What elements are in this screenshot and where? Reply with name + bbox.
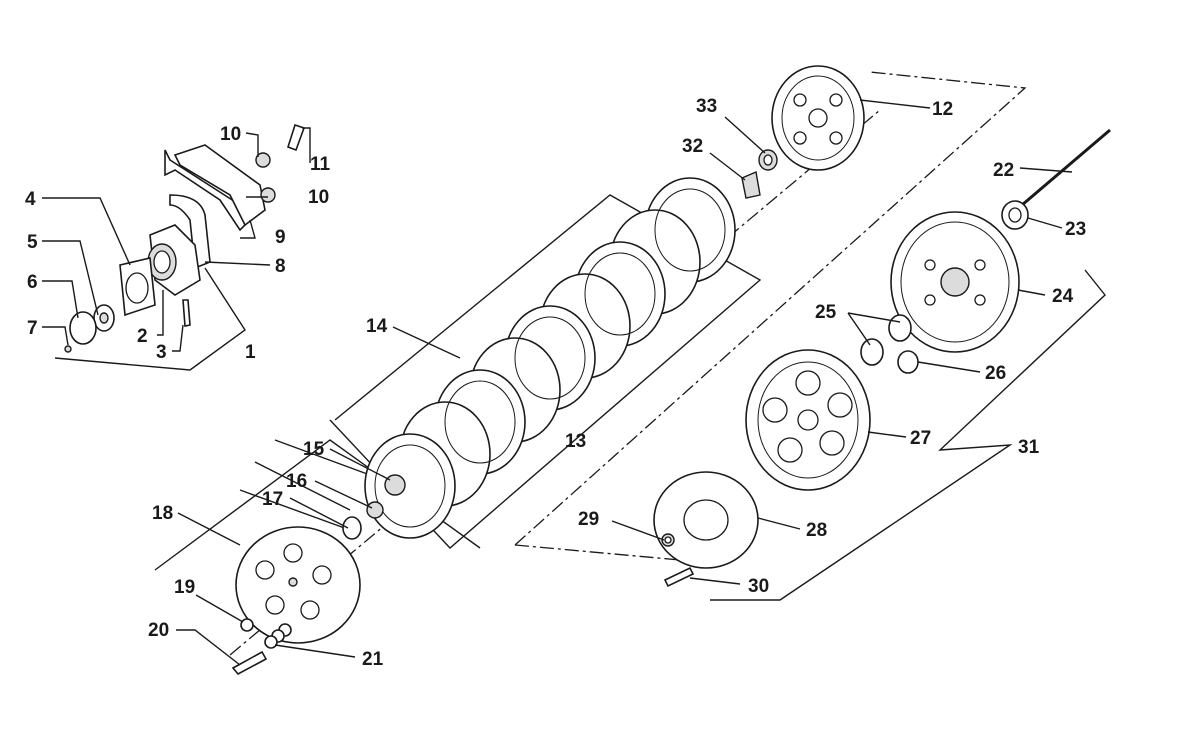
callout-25: 25 — [815, 302, 837, 323]
callout-33: 33 — [696, 96, 717, 117]
callout-2: 2 — [137, 326, 148, 347]
callout-1: 1 — [245, 342, 256, 363]
callout-26: 26 — [985, 363, 1006, 384]
callout-17: 17 — [262, 489, 283, 510]
back-plate — [653, 471, 759, 588]
callout-21: 21 — [362, 649, 384, 670]
callout-22: 22 — [993, 160, 1014, 181]
leader-lines — [42, 99, 1073, 666]
callout-19: 19 — [174, 577, 195, 598]
callout-10-lower: 10 — [308, 187, 329, 208]
callout-11: 11 — [310, 154, 331, 175]
callout-29: 29 — [578, 509, 599, 530]
callout-4: 4 — [25, 189, 36, 210]
callout-15: 15 — [303, 439, 325, 460]
drive-sprocket — [741, 65, 865, 199]
release-lever-assembly — [64, 123, 306, 353]
clutch-plate-stack — [342, 177, 736, 540]
callout-24: 24 — [1052, 286, 1074, 307]
clutch-basket — [745, 349, 871, 491]
callout-labels: 1 2 3 4 5 6 7 8 9 10 10 11 12 13 14 15 1… — [25, 96, 1086, 670]
callout-16: 16 — [286, 471, 307, 492]
callout-5: 5 — [27, 232, 38, 253]
callout-12: 12 — [932, 99, 953, 120]
callout-27: 27 — [910, 428, 931, 449]
callout-30: 30 — [748, 576, 769, 597]
callout-14: 14 — [366, 316, 388, 337]
callout-7: 7 — [27, 318, 38, 339]
callout-32: 32 — [682, 136, 703, 157]
primary-gear-assembly — [860, 128, 1111, 374]
pressure-plate — [231, 526, 361, 676]
callout-8: 8 — [275, 256, 286, 277]
callout-6: 6 — [27, 272, 38, 293]
callout-13: 13 — [565, 431, 586, 452]
callout-23: 23 — [1065, 219, 1086, 240]
callout-10-top: 10 — [220, 124, 241, 145]
callout-31: 31 — [1018, 437, 1040, 458]
callout-3: 3 — [156, 342, 167, 363]
callout-9: 9 — [275, 227, 286, 248]
callout-20: 20 — [148, 620, 169, 641]
callout-28: 28 — [806, 520, 827, 541]
callout-18: 18 — [152, 503, 173, 524]
